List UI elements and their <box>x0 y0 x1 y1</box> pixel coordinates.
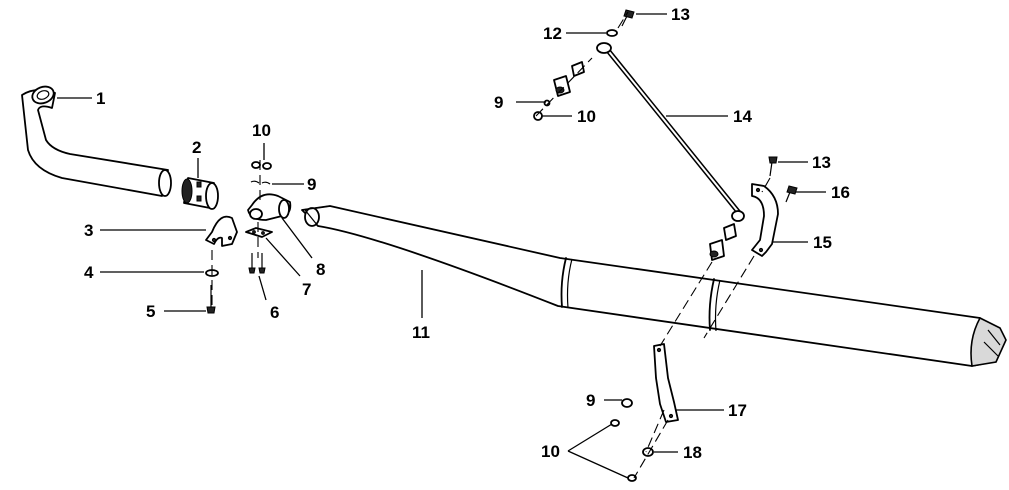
callout-15: 15 <box>813 233 832 252</box>
callout-18: 18 <box>683 443 702 462</box>
callout-4: 4 <box>84 263 94 282</box>
alignment-lines <box>211 11 771 479</box>
callout-10-clamp: 10 <box>252 121 271 140</box>
callout-11: 11 <box>412 323 430 342</box>
callout-9-clamp: 9 <box>307 175 316 194</box>
callout-9-lower: 9 <box>586 391 595 410</box>
callout-10-upper: 10 <box>577 107 596 126</box>
part-9-lock-washers <box>250 180 271 185</box>
part-15-upper-bracket <box>751 183 779 257</box>
part-2-coupler-sleeve <box>181 177 219 210</box>
callout-1: 1 <box>96 89 105 108</box>
callout-2: 2 <box>192 138 201 157</box>
lower-hardware <box>610 398 654 482</box>
part-17-lower-strap <box>653 343 679 423</box>
part-1-header-pipe <box>21 85 172 197</box>
part-7-clamp-plate <box>245 227 273 238</box>
callout-5: 5 <box>146 302 155 321</box>
part-14-support-rod <box>596 42 745 222</box>
part-10-nuts <box>251 161 272 170</box>
callout-8: 8 <box>316 260 325 279</box>
callout-14: 14 <box>733 107 752 126</box>
callout-16: 16 <box>831 183 850 202</box>
callout-12: 12 <box>543 24 562 43</box>
part-6-screws <box>248 253 266 274</box>
callout-10-lower: 10 <box>541 442 560 461</box>
callout-13-upper: 13 <box>671 5 690 24</box>
callout-13-bracket: 13 <box>812 153 831 172</box>
part-3-mounting-bracket <box>205 215 238 247</box>
part-8-pipe-clamp <box>247 193 292 221</box>
callout-labels: 1 2 3 4 5 6 7 8 10 9 11 9 10 12 13 14 13… <box>84 5 850 462</box>
lower-bushings <box>709 223 737 261</box>
part-12-washer <box>606 29 618 37</box>
callout-17: 17 <box>728 401 747 420</box>
leader-lines <box>57 13 826 479</box>
callout-6: 6 <box>270 303 279 322</box>
part-16-screw <box>785 185 798 203</box>
callout-7: 7 <box>302 280 311 299</box>
callout-9-upper: 9 <box>494 93 503 112</box>
part-11-muffler <box>301 205 1007 367</box>
part-13-bracket-bolt <box>768 156 778 177</box>
part-5-bolt <box>206 285 216 314</box>
part-13-upper-bolt <box>621 9 635 27</box>
callout-3: 3 <box>84 221 93 240</box>
